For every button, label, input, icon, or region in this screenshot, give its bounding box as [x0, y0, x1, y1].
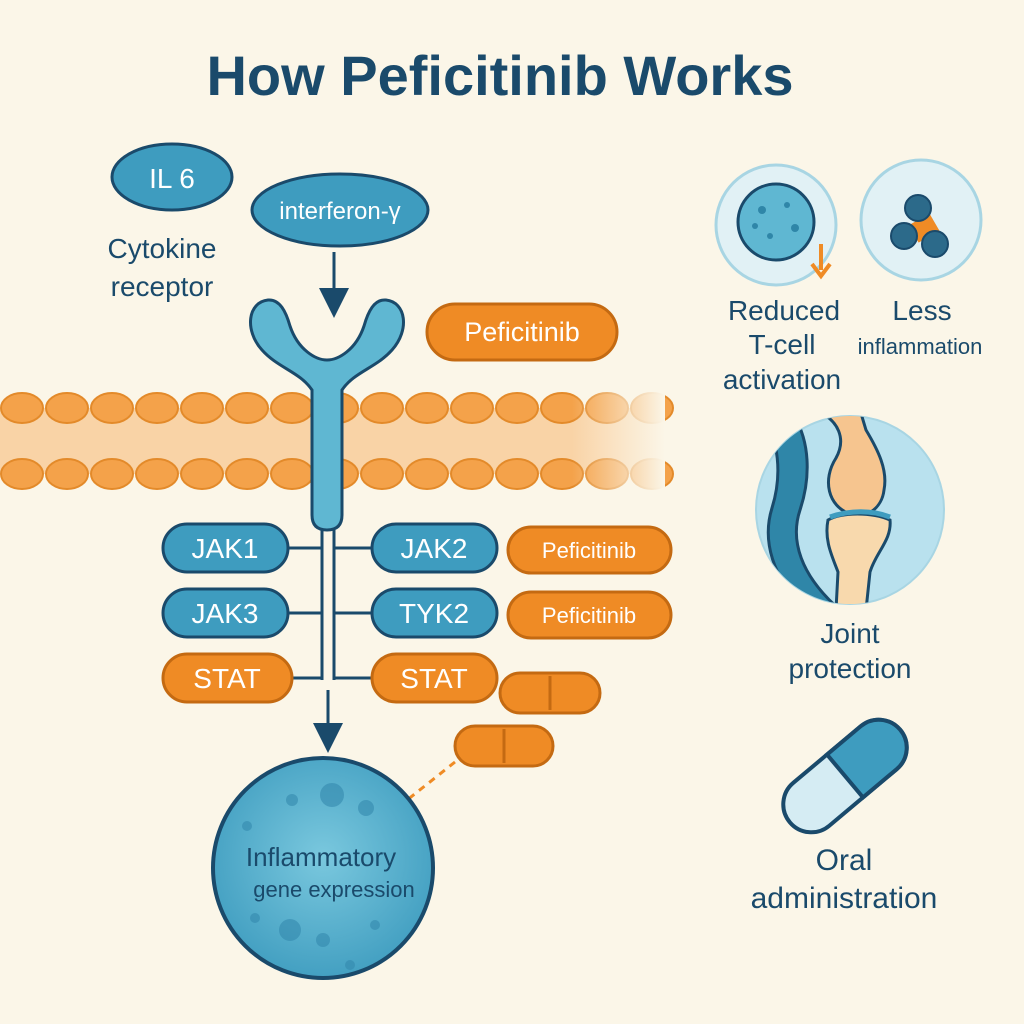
- jak2-label: JAK2: [401, 533, 468, 564]
- tyk2-kinase: TYK2: [370, 587, 499, 639]
- joint-effect-icon: [755, 415, 945, 605]
- tcell-effect-line2: T-cell: [749, 329, 816, 360]
- peficitinib-label: Peficitinib: [464, 317, 580, 347]
- tyk2-label: TYK2: [399, 598, 469, 629]
- signaling-lines: [288, 530, 372, 753]
- inflammation-effect-icon: [859, 158, 983, 282]
- drug-capsule-1: [498, 671, 602, 715]
- tcell-effect-icon: [714, 163, 838, 287]
- jak3-kinase: JAK3: [161, 587, 290, 639]
- stat-left-label: STAT: [193, 663, 260, 694]
- jak1-kinase: JAK1: [161, 522, 290, 574]
- peficitinib-tag-jak2-label: Peficitinib: [542, 538, 636, 563]
- tcell-effect-line3: activation: [723, 364, 841, 395]
- tcell-effect-line1: Reduced: [728, 295, 840, 326]
- nucleus: Inflammatory gene expression: [211, 756, 435, 980]
- receptor-label-line1: Cytokine: [108, 233, 217, 264]
- jak1-label: JAK1: [192, 533, 259, 564]
- peficitinib-tag-tyk2: Peficitinib: [506, 590, 673, 640]
- cytokine-receptor: [249, 298, 405, 532]
- receptor-label-line2: receptor: [111, 271, 214, 302]
- peficitinib-tag-tyk2-label: Peficitinib: [542, 603, 636, 628]
- jak3-label: JAK3: [192, 598, 259, 629]
- peficitinib-tag-jak2: Peficitinib: [506, 525, 673, 575]
- joint-effect-line1: Joint: [820, 618, 879, 649]
- joint-effect-line2: protection: [789, 653, 912, 684]
- il6-cytokine: IL 6: [110, 142, 234, 212]
- inflammation-effect-line1: Less: [892, 295, 951, 326]
- page-title: How Peficitinib Works: [206, 44, 793, 107]
- stat-left: STAT: [161, 652, 294, 704]
- drug-capsule-2: [453, 724, 555, 768]
- pill-icon: [781, 717, 909, 835]
- nucleus-label-line2: gene expression: [253, 877, 414, 902]
- peficitinib-drug-tag: Peficitinib: [425, 302, 619, 362]
- il6-label: IL 6: [149, 163, 195, 194]
- jak2-kinase: JAK2: [370, 522, 499, 574]
- oral-effect-line2: administration: [751, 882, 938, 915]
- interferon-cytokine: interferon-γ: [250, 172, 430, 248]
- inflammation-effect-line2: inflammation: [858, 334, 983, 359]
- stat-right: STAT: [370, 652, 499, 704]
- oral-effect-line1: Oral: [816, 844, 873, 877]
- nucleus-label-line1: Inflammatory: [246, 842, 396, 872]
- stat-right-label: STAT: [400, 663, 467, 694]
- interferon-label: interferon-γ: [279, 198, 400, 225]
